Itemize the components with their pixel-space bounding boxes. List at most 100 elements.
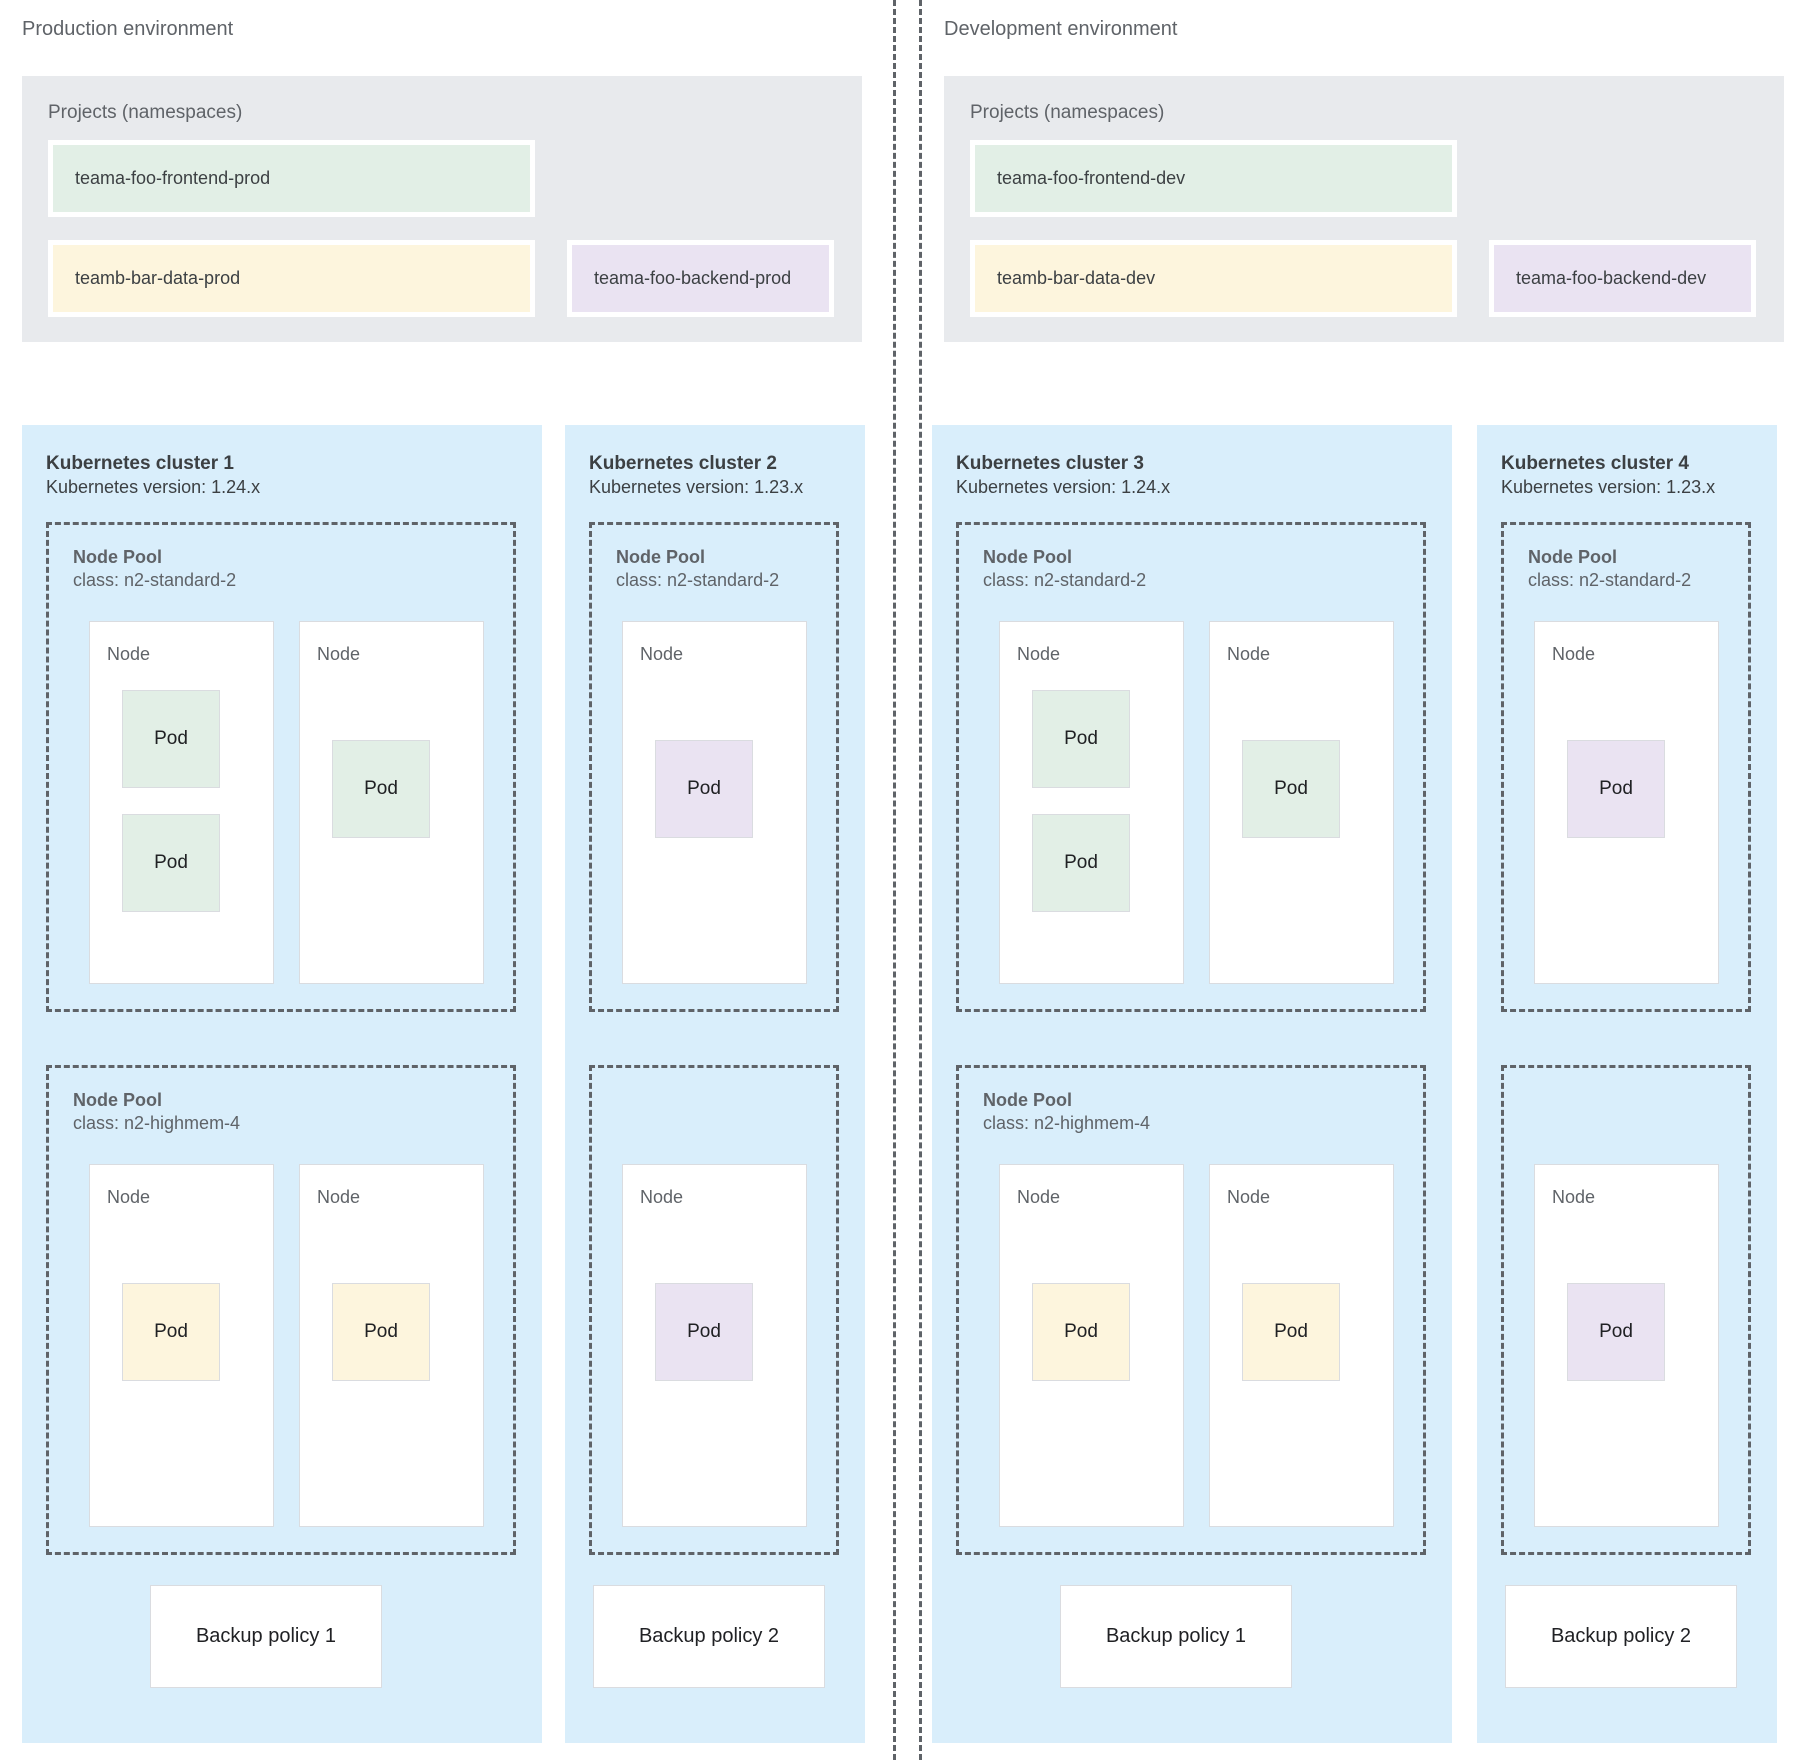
node-pool-class: class: n2-standard-2 — [616, 570, 780, 590]
pod[interactable]: Pod — [1032, 814, 1130, 912]
namespace-label: teama-foo-frontend-dev — [997, 168, 1186, 188]
node[interactable]: Node Pod — [1209, 621, 1394, 984]
node-label: Node — [317, 644, 361, 664]
node-pool-title: Node Pool — [73, 1090, 162, 1110]
backup-policy[interactable]: Backup policy 1 — [150, 1585, 382, 1688]
pod[interactable]: Pod — [332, 1283, 430, 1381]
pod-label: Pod — [1599, 778, 1633, 799]
environment-title: Development environment — [944, 18, 1178, 40]
node-pool-title: Node Pool — [983, 547, 1072, 567]
pod[interactable]: Pod — [1242, 740, 1340, 838]
namespace-box[interactable]: teamb-bar-data-dev — [970, 240, 1457, 317]
cluster-version: Kubernetes version: 1.23.x — [1501, 477, 1716, 497]
node-pool-title: Node Pool — [73, 547, 162, 567]
kubernetes-cluster[interactable]: Kubernetes cluster 1 Kubernetes version:… — [22, 425, 542, 1743]
backup-policy-label: Backup policy 1 — [1105, 1625, 1247, 1647]
cluster-title: Kubernetes cluster 2 — [589, 453, 777, 474]
cluster-version: Kubernetes version: 1.23.x — [589, 477, 804, 497]
pod-label: Pod — [364, 1321, 398, 1342]
projects-panel: Projects (namespaces) teama-foo-frontend… — [944, 76, 1784, 342]
pod[interactable]: Pod — [655, 740, 753, 838]
projects-panel-title: Projects (namespaces) — [48, 102, 243, 123]
pod-label: Pod — [687, 1321, 721, 1342]
node-pool: Node Pool class: n2-highmem-4 Node Pod N… — [956, 1065, 1426, 1555]
cluster-title: Kubernetes cluster 1 — [46, 453, 234, 474]
namespace-box[interactable]: teamb-bar-data-prod — [48, 240, 535, 317]
pod[interactable]: Pod — [122, 814, 220, 912]
environment-production: Production environment Projects (namespa… — [0, 0, 880, 1760]
node[interactable]: Node Pod Pod — [999, 621, 1184, 984]
pod[interactable]: Pod — [1567, 740, 1665, 838]
kubernetes-cluster[interactable]: Kubernetes cluster 2 Kubernetes version:… — [565, 425, 865, 1743]
pod[interactable]: Pod — [1242, 1283, 1340, 1381]
node-label: Node — [1017, 1187, 1061, 1207]
backup-policy[interactable]: Backup policy 1 — [1060, 1585, 1292, 1688]
pod[interactable]: Pod — [1032, 1283, 1130, 1381]
cluster-title: Kubernetes cluster 3 — [956, 453, 1144, 474]
namespace-box[interactable]: teama-foo-frontend-dev — [970, 140, 1457, 217]
node-pool: Node Pool class: n2-standard-2 Node Pod — [589, 522, 839, 1012]
pod-label: Pod — [154, 1321, 188, 1342]
backup-policy-label: Backup policy 2 — [638, 1625, 780, 1647]
environment-development: Development environment Projects (namesp… — [932, 0, 1800, 1760]
node-label: Node — [640, 1187, 684, 1207]
pod[interactable]: Pod — [122, 690, 220, 788]
kubernetes-cluster[interactable]: Kubernetes cluster 4 Kubernetes version:… — [1477, 425, 1777, 1743]
pod-label: Pod — [687, 778, 721, 799]
namespace-box[interactable]: teama-foo-backend-dev — [1489, 240, 1756, 317]
environment-title: Production environment — [22, 18, 234, 40]
projects-panel: Projects (namespaces) teama-foo-frontend… — [22, 76, 862, 342]
node[interactable]: Node Pod — [299, 621, 484, 984]
pod[interactable]: Pod — [332, 740, 430, 838]
node-pool-title: Node Pool — [983, 1090, 1072, 1110]
cluster-version: Kubernetes version: 1.24.x — [46, 477, 261, 497]
node-label: Node — [1017, 644, 1061, 664]
projects-panel-title: Projects (namespaces) — [970, 102, 1165, 123]
pod[interactable]: Pod — [655, 1283, 753, 1381]
node[interactable]: Node Pod — [999, 1164, 1184, 1527]
cluster-title: Kubernetes cluster 4 — [1501, 453, 1689, 474]
node-label: Node — [107, 644, 151, 664]
node[interactable]: Node Pod — [622, 1164, 807, 1527]
node[interactable]: Node Pod — [299, 1164, 484, 1527]
pod[interactable]: Pod — [1567, 1283, 1665, 1381]
pod-label: Pod — [364, 778, 398, 799]
pod-label: Pod — [1064, 728, 1098, 749]
namespace-box[interactable]: teama-foo-backend-prod — [567, 240, 834, 317]
node[interactable]: Node Pod — [89, 1164, 274, 1527]
kubernetes-cluster[interactable]: Kubernetes cluster 3 Kubernetes version:… — [932, 425, 1452, 1743]
node-pool-class: class: n2-standard-2 — [983, 570, 1147, 590]
node[interactable]: Node Pod — [1534, 621, 1719, 984]
pod[interactable]: Pod — [122, 1283, 220, 1381]
namespace-label: teama-foo-backend-prod — [594, 268, 792, 288]
node-pool-title: Node Pool — [616, 547, 705, 567]
node-label: Node — [107, 1187, 151, 1207]
namespace-label: teama-foo-backend-dev — [1516, 268, 1707, 288]
node-pool-class: class: n2-highmem-4 — [73, 1113, 241, 1133]
namespace-label: teama-foo-frontend-prod — [75, 168, 271, 188]
cluster-version: Kubernetes version: 1.24.x — [956, 477, 1171, 497]
node-label: Node — [1552, 644, 1596, 664]
pod[interactable]: Pod — [1032, 690, 1130, 788]
node[interactable]: Node Pod Pod — [89, 621, 274, 984]
pod-label: Pod — [1599, 1321, 1633, 1342]
backup-policy-label: Backup policy 1 — [195, 1625, 337, 1647]
node-pool-class: class: n2-standard-2 — [73, 570, 237, 590]
namespace-label: teamb-bar-data-dev — [997, 268, 1156, 288]
backup-policy-label: Backup policy 2 — [1550, 1625, 1692, 1647]
node-pool: Node Pod — [1501, 1065, 1751, 1555]
node-pool: Node Pool class: n2-standard-2 Node Pod — [1501, 522, 1751, 1012]
backup-policy[interactable]: Backup policy 2 — [1505, 1585, 1737, 1688]
node-label: Node — [317, 1187, 361, 1207]
environment-divider-left — [893, 0, 896, 1760]
node[interactable]: Node Pod — [1209, 1164, 1394, 1527]
node-pool-class: class: n2-highmem-4 — [983, 1113, 1151, 1133]
namespace-box[interactable]: teama-foo-frontend-prod — [48, 140, 535, 217]
backup-policy[interactable]: Backup policy 2 — [593, 1585, 825, 1688]
node[interactable]: Node Pod — [1534, 1164, 1719, 1527]
node-pool: Node Pool class: n2-standard-2 Node Pod … — [46, 522, 516, 1012]
node[interactable]: Node Pod — [622, 621, 807, 984]
node-pool-class: class: n2-standard-2 — [1528, 570, 1692, 590]
pod-label: Pod — [1064, 1321, 1098, 1342]
